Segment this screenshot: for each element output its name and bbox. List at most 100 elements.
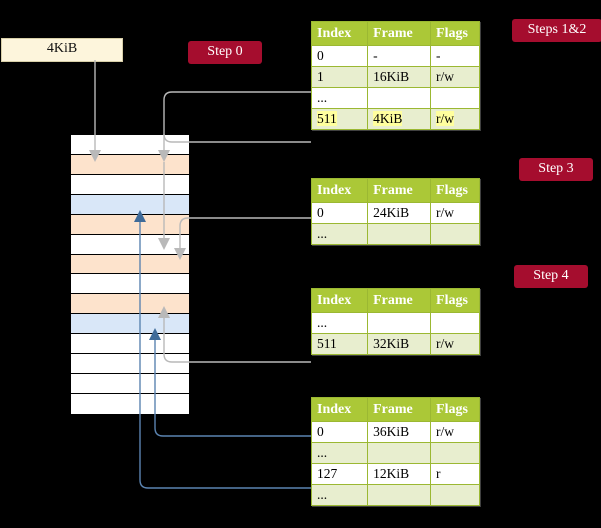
badge-step-0: Step 0 [188, 41, 262, 64]
cell-value: ... [317, 315, 328, 330]
cell-value: ... [317, 445, 328, 460]
wire-steps12-top [163, 91, 311, 143]
arrowhead-step3 [174, 248, 186, 260]
wire-blue-36kib [154, 340, 311, 437]
cell-value: - [373, 48, 378, 63]
cell-value: r [436, 466, 441, 481]
table-cell: 36KiB [367, 421, 432, 443]
table-cell: 16KiB [367, 66, 432, 88]
table-cell: ... [310, 87, 369, 109]
arrowhead-blue-12kib [134, 210, 146, 222]
arrowhead-step0 [89, 150, 101, 162]
cell-value: 16KiB [373, 69, 410, 84]
memory-frame-row [71, 214, 189, 235]
memory-frame-row [71, 154, 189, 175]
badge-step-0-label: Step 0 [207, 44, 243, 59]
table-cell: r/w [430, 108, 480, 130]
badge-step-4-label: Step 4 [533, 268, 569, 283]
table-cell [367, 312, 432, 334]
badge-step-4: Step 4 [514, 265, 588, 288]
physical-memory-column [70, 134, 190, 415]
table-cell [430, 484, 480, 506]
cell-value: 12KiB [373, 466, 410, 481]
cell-value: 0 [317, 48, 324, 63]
table-cell: 511 [310, 333, 369, 355]
column-header-frame: Frame [367, 397, 432, 422]
table-cell: 511 [310, 108, 369, 130]
table-cell: ... [310, 223, 369, 245]
column-header-index: Index [310, 288, 369, 313]
table-cell [367, 87, 432, 109]
wire-blue-12kib [139, 222, 311, 489]
column-header-index: Index [310, 178, 369, 203]
badge-steps-1-2-label: Steps 1&2 [527, 22, 587, 37]
cell-value: 0 [317, 205, 324, 220]
table-row: ... [310, 484, 480, 506]
table-row: 511 4KiB r/w [310, 108, 480, 130]
table-cell: r/w [430, 333, 480, 355]
cell-value: 32KiB [373, 336, 410, 351]
cell-value: 1 [317, 69, 324, 84]
column-header-flags: Flags [430, 288, 480, 313]
table-row: ... [310, 223, 480, 245]
table-cell: 0 [310, 202, 369, 224]
badge-step-3-label: Step 3 [538, 161, 574, 176]
table-cell [367, 442, 432, 464]
column-header-flags: Flags [430, 178, 480, 203]
table-cell: r/w [430, 421, 480, 443]
badge-steps-1-2: Steps 1&2 [512, 19, 601, 42]
memory-frame-row [71, 393, 189, 414]
memory-frame-row [71, 314, 189, 335]
cell-value: r/w [436, 111, 455, 126]
table-cell [430, 223, 480, 245]
wire-step3 [179, 217, 311, 248]
column-header-index: Index [310, 21, 369, 46]
table-row: ... [310, 87, 480, 109]
table-cell: r/w [430, 66, 480, 88]
cell-value: r/w [436, 69, 455, 84]
memory-frame-row [71, 294, 189, 315]
cell-value: 511 [317, 336, 337, 351]
arrowhead-steps12 [158, 150, 170, 162]
badge-step-3: Step 3 [519, 158, 593, 181]
table-cell: 1 [310, 66, 369, 88]
cell-value: 36KiB [373, 424, 410, 439]
cell-value: ... [317, 487, 328, 502]
table-cell [367, 484, 432, 506]
memory-frame-row [71, 174, 189, 195]
cell-value: r/w [436, 205, 455, 220]
table-cell: r/w [430, 202, 480, 224]
memory-frame-row [71, 254, 189, 275]
memory-frame-row [71, 354, 189, 375]
cell-value: 511 [317, 111, 337, 126]
table-row: 127 12KiB r [310, 463, 480, 485]
column-header-frame: Frame [367, 288, 432, 313]
table-row: 0 36KiB r/w [310, 421, 480, 443]
cell-value: 4KiB [373, 111, 403, 126]
table-cell: 12KiB [367, 463, 432, 485]
memory-frame-row [71, 274, 189, 295]
table-row: 1 16KiB r/w [310, 66, 480, 88]
cell-value: 0 [317, 424, 324, 439]
table-cell: ... [310, 484, 369, 506]
table-cell [367, 223, 432, 245]
table-cell: - [430, 45, 480, 67]
table-cell [430, 312, 480, 334]
wire-step4-grey [163, 318, 311, 363]
cell-value: ... [317, 226, 328, 241]
cell-value: 127 [317, 466, 338, 481]
column-header-frame: Frame [367, 21, 432, 46]
memory-frame-row [71, 194, 189, 215]
table-cell: 127 [310, 463, 369, 485]
cell-value: ... [317, 90, 328, 105]
column-header-flags: Flags [430, 21, 480, 46]
memory-frame-row [71, 374, 189, 394]
